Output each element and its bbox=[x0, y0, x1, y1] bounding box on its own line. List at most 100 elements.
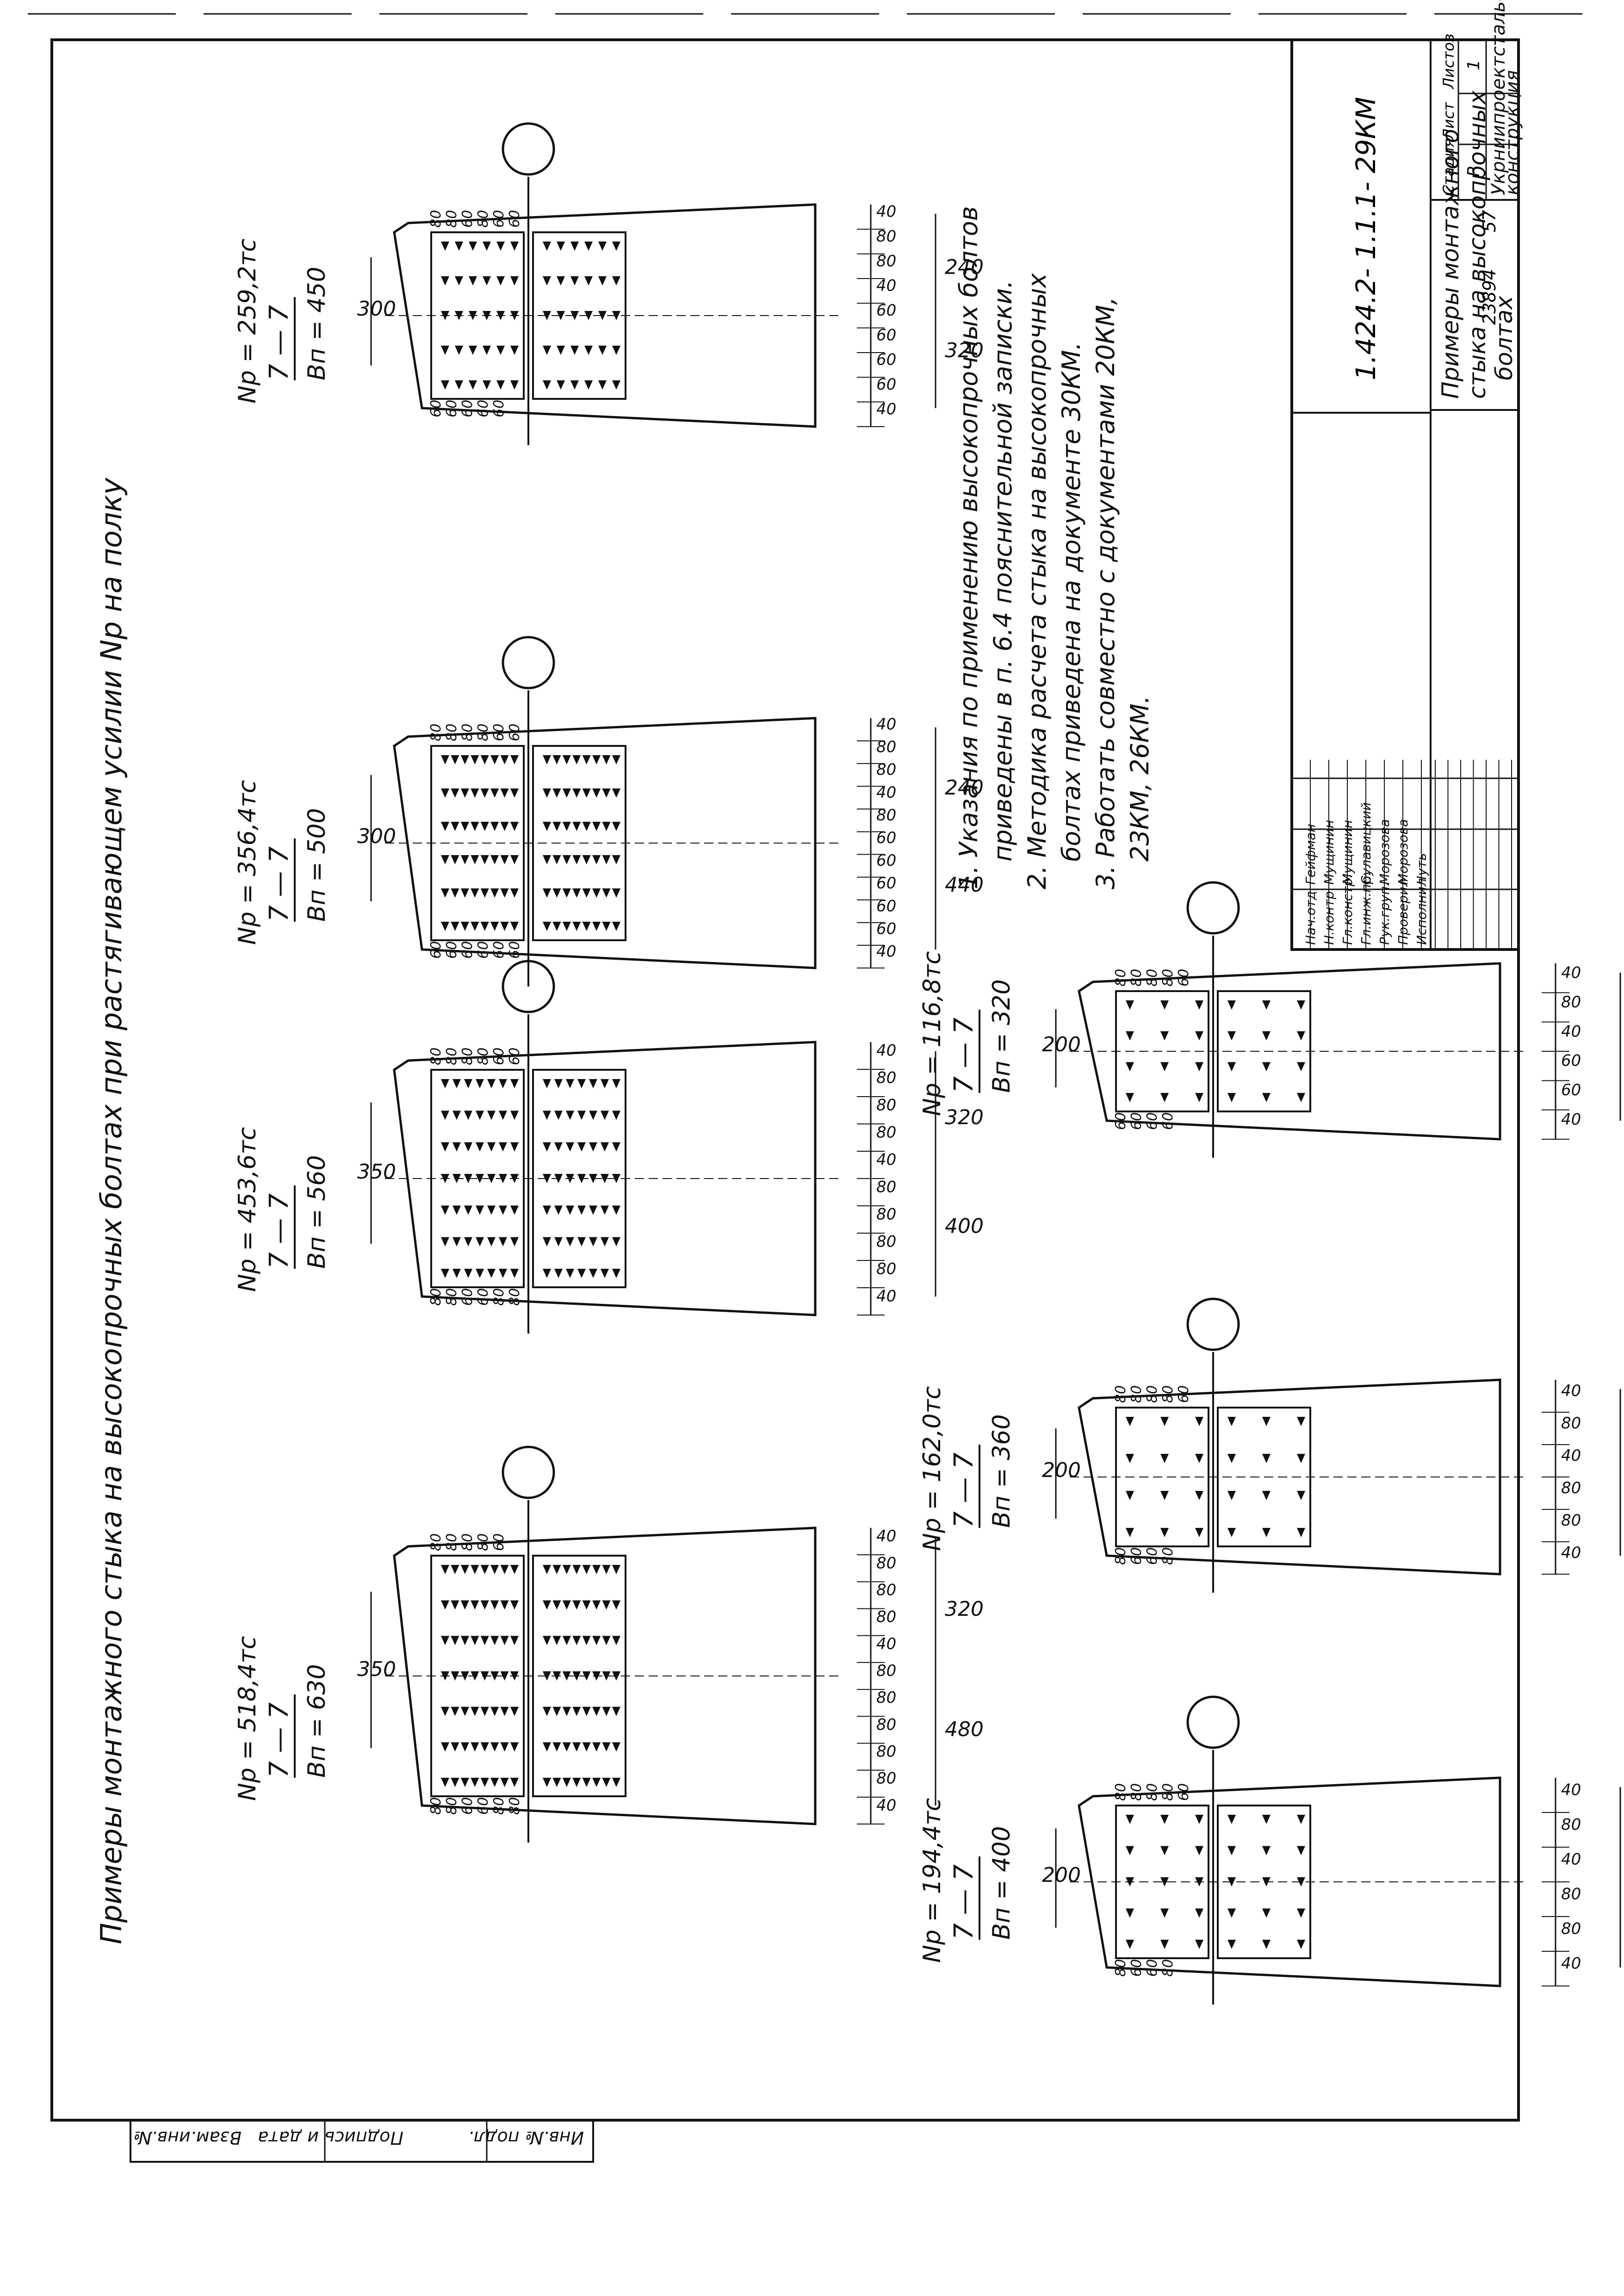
bolt-mark bbox=[1262, 1528, 1271, 1537]
bolt-mark bbox=[543, 855, 551, 864]
dimension-value: 80 bbox=[876, 1178, 896, 1197]
bolt-mark bbox=[496, 346, 505, 355]
bolt-mark bbox=[572, 1671, 581, 1681]
bolt-mark bbox=[496, 380, 505, 390]
bolt-mark bbox=[464, 1237, 472, 1247]
bolt-mark bbox=[460, 1671, 469, 1681]
bolt-mark bbox=[1297, 1093, 1305, 1102]
bolt-mark bbox=[471, 888, 479, 898]
side-dimension: 80 bbox=[475, 1048, 491, 1065]
side-dimension: 80 bbox=[1144, 1385, 1160, 1403]
bolt-mark bbox=[612, 922, 620, 931]
dimension-value: 80 bbox=[1561, 1885, 1581, 1904]
dimension-value: 80 bbox=[1561, 1920, 1581, 1938]
bolt-mark bbox=[589, 1079, 597, 1088]
bolt-mark bbox=[500, 755, 509, 764]
bolt-mark bbox=[552, 1778, 561, 1787]
bolt-mark bbox=[1297, 1528, 1305, 1537]
bolt-mark bbox=[1126, 1454, 1134, 1463]
side-dimension: 80 bbox=[428, 1048, 444, 1065]
bolt-mark bbox=[487, 1269, 496, 1278]
bolt-mark bbox=[480, 755, 489, 764]
bolt-mark bbox=[455, 380, 463, 390]
outer-frame bbox=[50, 38, 1520, 2122]
bolt-mark bbox=[582, 788, 591, 798]
bolt-mark bbox=[572, 755, 581, 764]
bolt-mark bbox=[612, 1565, 620, 1574]
bolt-mark bbox=[562, 788, 571, 798]
bolt-mark bbox=[1126, 1000, 1134, 1010]
splice-length: 350 bbox=[357, 1657, 396, 1681]
side-stamp-label: Взам.инв.№ bbox=[133, 2128, 242, 2148]
bolt-mark bbox=[451, 1671, 459, 1681]
bolt-mark bbox=[592, 1778, 601, 1787]
bolt-mark bbox=[510, 1269, 519, 1278]
dimension-value: 60 bbox=[876, 375, 896, 394]
bolt-mark bbox=[464, 1269, 472, 1278]
bolt-mark bbox=[1227, 1846, 1236, 1855]
dimension-value: 80 bbox=[876, 1205, 896, 1224]
bolt-mark bbox=[469, 242, 477, 251]
bolt-mark bbox=[487, 1237, 496, 1247]
bolt-mark bbox=[1227, 1815, 1236, 1824]
bolt-mark bbox=[612, 1671, 620, 1681]
bolt-mark bbox=[480, 922, 489, 931]
side-dimension: 60 bbox=[428, 941, 444, 959]
side-dimension: 80 bbox=[491, 1288, 507, 1306]
bolt-mark bbox=[598, 242, 607, 251]
bolt-mark bbox=[543, 788, 551, 798]
dimension-value: 80 bbox=[876, 1662, 896, 1680]
bolt-mark bbox=[480, 1565, 489, 1574]
note-line: 3. Работать совместно с документами 20КМ… bbox=[1091, 297, 1120, 889]
bolt-mark bbox=[487, 1079, 496, 1088]
bolt-mark bbox=[451, 888, 459, 898]
bolt-mark bbox=[543, 1269, 551, 1278]
bolt-mark bbox=[1126, 1940, 1134, 1949]
bolt-mark bbox=[1126, 1093, 1134, 1102]
bolt-mark bbox=[1262, 1491, 1271, 1500]
dimension-value: 80 bbox=[1561, 1511, 1581, 1530]
bolt-mark bbox=[490, 1671, 499, 1681]
joint-section-label: 7 — 7 bbox=[949, 1452, 979, 1528]
bolt-mark bbox=[476, 1174, 484, 1183]
bolt-mark bbox=[490, 1706, 499, 1716]
bolt-mark bbox=[441, 755, 449, 764]
bolt-mark bbox=[1227, 1031, 1236, 1041]
bolt-mark bbox=[1297, 1454, 1305, 1463]
bolt-mark bbox=[499, 1111, 507, 1120]
side-dimension: 60 bbox=[491, 941, 507, 959]
dimension-value: 40 bbox=[876, 1635, 896, 1653]
side-dimension: 80 bbox=[428, 1288, 444, 1306]
bolt-mark bbox=[460, 1706, 469, 1716]
bolt-mark bbox=[1160, 1940, 1169, 1949]
bolt-mark bbox=[451, 1706, 459, 1716]
bolt-mark bbox=[510, 311, 519, 320]
bolt-mark bbox=[455, 276, 463, 285]
bolt-mark bbox=[1262, 1417, 1271, 1426]
bolt-mark bbox=[471, 1706, 479, 1716]
bolt-mark bbox=[562, 1742, 571, 1752]
dimension-value: 60 bbox=[876, 351, 896, 369]
bolt-mark bbox=[500, 855, 509, 864]
note-line: 1. Указания по применению высокопрочных … bbox=[954, 206, 983, 889]
bolt-mark bbox=[570, 311, 579, 320]
bolt-mark bbox=[451, 1742, 459, 1752]
bolt-mark bbox=[469, 276, 477, 285]
bolt-mark bbox=[1160, 1815, 1169, 1824]
total-dimension: 400 bbox=[945, 1215, 984, 1238]
bolt-mark bbox=[471, 1565, 479, 1574]
bolt-mark bbox=[441, 1742, 449, 1752]
organization-line: Укрниипроектсталь- bbox=[1488, 0, 1509, 195]
bolt-mark bbox=[452, 1079, 461, 1088]
bolt-mark bbox=[460, 1778, 469, 1787]
bolt-mark bbox=[612, 888, 620, 898]
bolt-mark bbox=[1227, 1908, 1236, 1918]
bolt-mark bbox=[552, 922, 561, 931]
dimension-value: 40 bbox=[876, 400, 896, 418]
bolt-mark bbox=[510, 1237, 519, 1247]
notes-block: 1. Указания по применению высокопрочных … bbox=[954, 206, 1154, 889]
bolt-mark bbox=[543, 1565, 551, 1574]
bolt-mark bbox=[577, 1142, 586, 1152]
